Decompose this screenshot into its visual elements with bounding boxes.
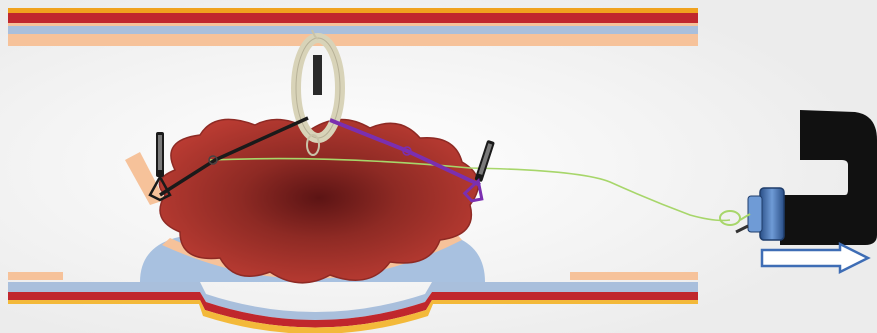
top-wall — [8, 8, 698, 46]
